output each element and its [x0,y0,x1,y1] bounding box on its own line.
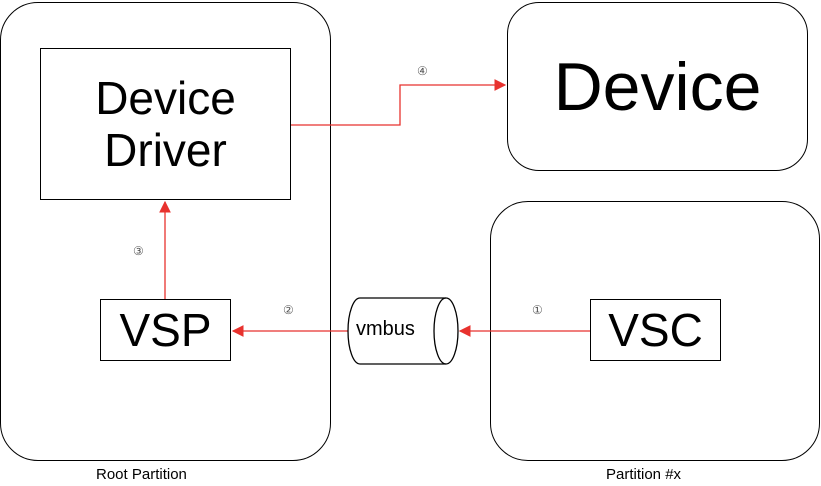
arrow-driver-to-device [291,79,507,126]
vsp-box: VSP [100,299,231,361]
vsp-label: VSP [119,304,212,356]
vsc-box: VSC [590,299,721,361]
step-4-marker: ④ [417,64,428,78]
step-1-marker: ① [532,303,543,317]
device-driver-box: Device Driver [40,48,291,200]
device-container: Device [507,2,808,171]
step-2-marker: ② [283,303,294,317]
step-3-marker: ③ [133,244,144,258]
device-driver-label-line2: Driver [104,124,227,176]
device-label: Device [553,48,762,125]
root-partition-label: Root Partition [96,466,187,483]
partition-x-label: Partition #x [606,466,682,483]
vmbus-cylinder [347,297,459,365]
vsc-label: VSC [608,304,703,356]
device-driver-label-line1: Device [95,72,236,124]
vmbus-label: vmbus [356,318,415,340]
